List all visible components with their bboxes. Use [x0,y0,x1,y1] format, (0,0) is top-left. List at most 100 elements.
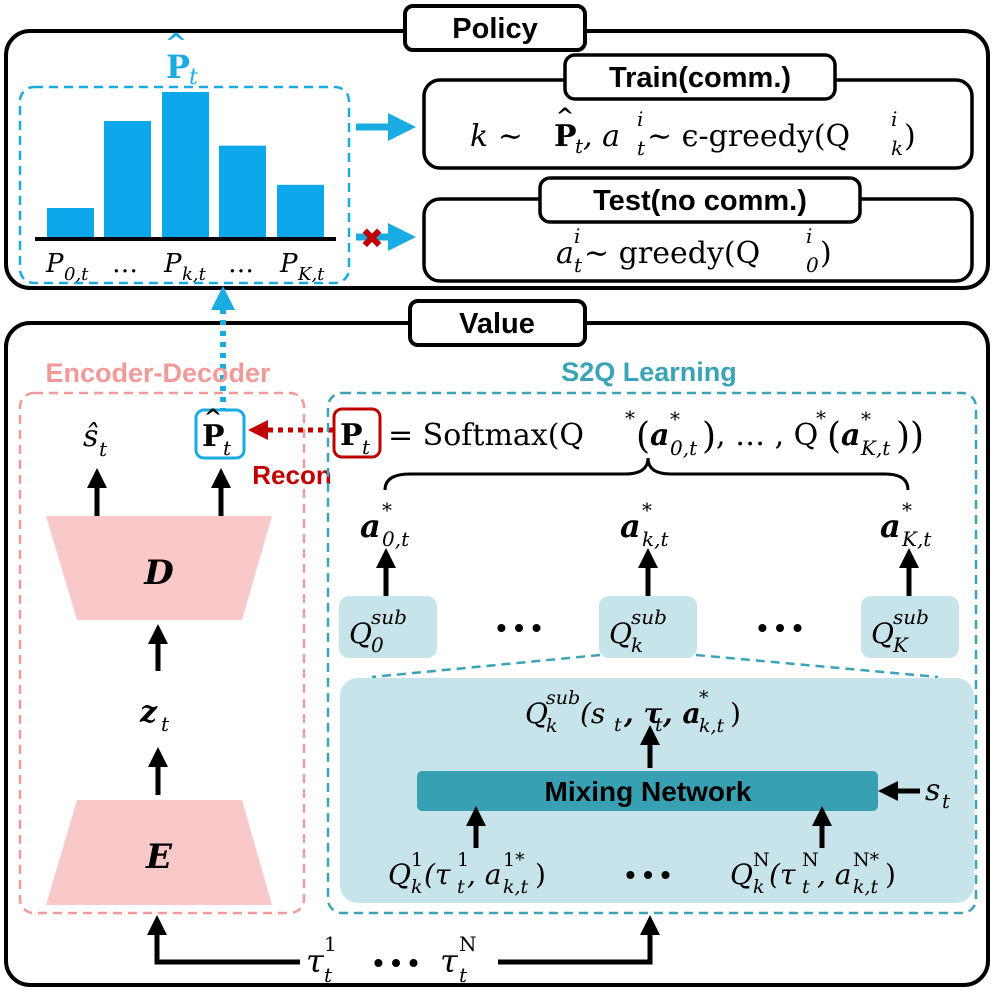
s2q-title: S2Q Learning [561,357,737,387]
axis-label-0-sub: 0,t [64,264,89,285]
test-title: Test(no comm.) [593,185,807,217]
latent-main: z [139,695,158,730]
test-formula-i: i [574,224,580,248]
value-title: Value [459,308,535,340]
agent-q-N-tau-sup: N [802,849,819,871]
action-0-sub: 0,t [382,527,410,551]
q-sub-1-sub: k [631,633,643,657]
input-tau-1-sup: 1 [324,932,337,956]
softmax-close-2: )) [896,416,924,457]
test-formula-0: 0 [806,253,819,277]
agent-q-N-tau-sub: t [802,876,810,898]
axis-label-K-sub: K,t [297,264,325,285]
action-2-sub: K,t [901,527,932,551]
softmax-aK-sup: * [861,407,871,431]
latent-label: z t [139,695,170,736]
agent-q-N-sup: N [753,849,770,871]
recon-label: Recon [252,460,331,490]
distribution-label-hat: ^ [165,29,187,59]
zoom-line-right [695,653,939,679]
input-tau-1: τ 1 t [306,932,337,987]
agent-q-N-close: ) [885,858,896,891]
latent-sub: t [161,712,170,736]
train-formula-close: ) [904,119,916,154]
state-label: s t [925,773,951,813]
agent-q-N-a: , a [817,858,852,891]
q-sub-0-Q: Q [349,617,372,650]
axis-label-k: P k,t [163,249,207,285]
train-formula-hat: ^ [556,104,574,130]
q-sub-0-sub: 0 [371,633,384,657]
input-dots: • • • [374,947,419,978]
s-hat-main: ŝ [83,419,98,454]
agent-q-1-close: ) [535,858,546,891]
policy-title: Policy [452,13,537,45]
softmax-open-1: ( [636,416,650,457]
action-brace [383,457,910,491]
p-target-box [332,407,382,459]
mix-out-t1: t [614,714,622,736]
p-hat-main: P [202,419,225,454]
action-1-sub: k,t [642,527,669,551]
blocked-mark: ✖ [360,223,383,254]
agent-q-N-a-sup: N* [853,849,880,871]
train-title-box [563,53,837,101]
softmax-ellipsis: , … , Q [716,418,818,453]
softmax-a0-sup: * [670,407,680,431]
input-tau-N-sub: t [459,963,468,987]
p-hat-label: P ^ t [202,405,232,460]
softmax-a0: a [650,418,669,453]
policy-title-box [403,4,587,52]
train-formula-t2: t [637,136,646,160]
agent-q-N: Q N k (τ N t , a N* k,t ) [730,849,896,898]
q-sub-box-0 [339,596,437,658]
input-line-right [498,915,660,965]
agent-q-1-sup: 1 [411,849,423,871]
softmax-close-1: ) [702,416,716,457]
value-title-box [408,299,587,347]
decoder-shape [46,516,272,620]
input-tau-N-sup: N [459,932,477,956]
agent-q-1-tau-sub: t [457,876,465,898]
distribution-bar-4 [277,184,324,237]
mix-out-args: (s [580,697,605,730]
mix-out-a: , a [662,697,701,730]
train-formula-ksub: k [891,136,903,160]
encoder-label: E [145,837,173,877]
train-formula-i: i [637,107,643,131]
p-hat-hat: ^ [204,405,222,431]
axis-label-k-main: P [163,249,182,279]
q-sub-dots-1: • • • [497,612,542,643]
decoder-label: D [143,553,174,593]
distribution-bar-0 [47,208,94,237]
train-formula-rest: ∼ ϵ-greedy(Q [647,119,850,154]
action-1-main: a [620,507,641,545]
p-target-sub: t [362,435,371,459]
mix-out-Q: Q [525,697,548,730]
train-formula: k ∼ P ^ t , a i t ∼ ϵ-greedy(Q i k ) [470,104,916,160]
input-tau-1-main: τ [306,942,325,980]
encoder-decoder-title: Encoder-Decoder [45,358,271,388]
mix-out-sup: sub [546,687,580,709]
action-2-sup: * [902,498,912,522]
mix-out-a-sup: * [699,687,709,709]
state-sub: t [942,789,951,813]
distribution-label: P ^ t [165,29,198,90]
distribution-bars [47,92,324,237]
mix-out-sub: k [546,715,558,737]
action-0-main: a [360,507,381,545]
axis-label-K: P K,t [279,249,325,285]
test-formula-i2: i [806,224,812,248]
action-0-sup: * [382,498,392,522]
q-sub-1-sup: sub [631,605,667,629]
train-formula-k: k ∼ [470,119,523,154]
softmax-equation: P t = Softmax(Q * ( a * 0,t ) , … , Q * … [340,406,924,460]
axis-label-0-main: P [45,249,64,279]
s-hat-sub: t [99,437,108,461]
distribution-bar-3 [219,145,266,237]
agent-q-N-Q: Q [730,858,753,891]
agent-q-1-Q: Q [388,858,411,891]
input-tau-N-main: τ [440,942,459,980]
softmax-q2-star: * [816,406,826,430]
